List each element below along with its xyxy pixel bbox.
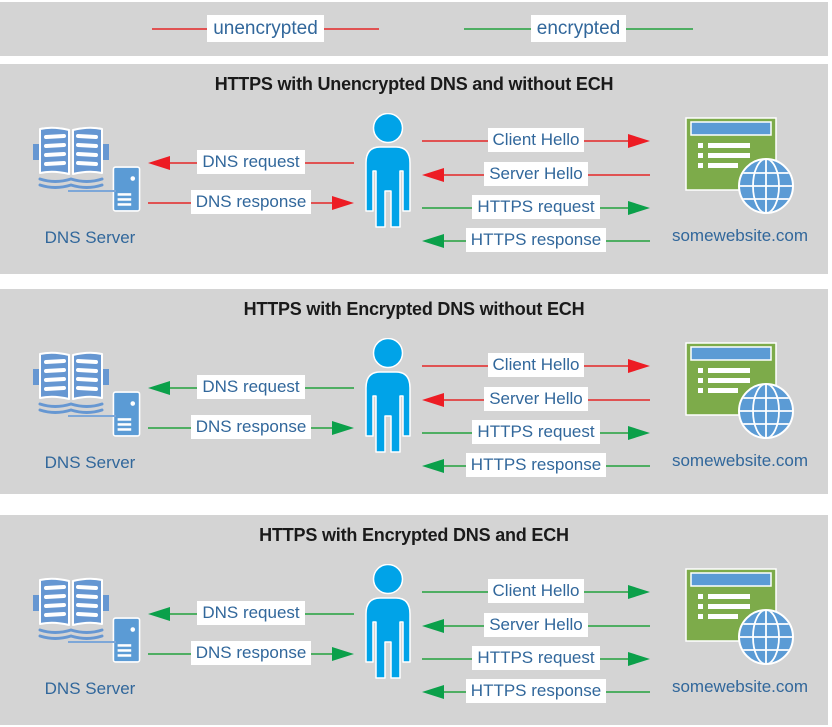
- arrow-label: Client Hello: [487, 128, 585, 152]
- arrow-label: HTTPS response: [465, 453, 607, 477]
- arrow-label: Client Hello: [487, 579, 585, 603]
- arrowhead-icon: [628, 134, 650, 148]
- arrow-dns-response: DNS response: [148, 641, 354, 667]
- website-label: somewebsite.com: [671, 226, 809, 245]
- website-label: somewebsite.com: [671, 677, 809, 696]
- arrow-label: DNS response: [190, 415, 312, 439]
- arrow-https-request: HTTPS request: [422, 420, 650, 446]
- arrow-dns-request: DNS request: [148, 375, 354, 401]
- legend-label: unencrypted: [207, 15, 324, 42]
- arrow-label: HTTPS request: [472, 646, 600, 670]
- book-server-connector-line: [68, 641, 116, 643]
- arrow-label: Server Hello: [484, 162, 588, 186]
- legend-item-unencrypted: unencrypted: [152, 15, 379, 43]
- arrow-label: HTTPS request: [472, 195, 600, 219]
- user-person-icon: [360, 337, 416, 454]
- website-window-globe-icon: [684, 116, 798, 230]
- website-window-globe-icon: [684, 567, 798, 681]
- arrow-client-hello: Client Hello: [422, 128, 650, 154]
- arrow-label: DNS request: [197, 375, 305, 399]
- arrow-label: DNS response: [190, 190, 312, 214]
- arrowhead-icon: [148, 607, 170, 621]
- dns-server-label: DNS Server: [44, 679, 136, 698]
- diagram-panel: HTTPS with Encrypted DNS without ECH: [0, 289, 828, 494]
- arrow-server-hello: Server Hello: [422, 387, 650, 413]
- book-server-connector-line: [68, 415, 116, 417]
- arrow-dns-response: DNS response: [148, 415, 354, 441]
- server-tower-icon: [112, 166, 141, 212]
- arrow-label: DNS request: [197, 601, 305, 625]
- arrowhead-icon: [628, 201, 650, 215]
- arrow-https-response: HTTPS response: [422, 228, 650, 254]
- dns-server-label: DNS Server: [44, 228, 136, 247]
- diagram-panel: HTTPS with Encrypted DNS and ECH: [0, 515, 828, 725]
- arrowhead-icon: [332, 421, 354, 435]
- diagram-panel: HTTPS with Unencrypted DNS and without E…: [0, 64, 828, 274]
- arrowhead-icon: [628, 426, 650, 440]
- arrow-dns-request: DNS request: [148, 601, 354, 627]
- book-server-connector-line: [68, 190, 116, 192]
- arrow-label: Server Hello: [484, 613, 588, 637]
- arrowhead-icon: [422, 168, 444, 182]
- arrowhead-icon: [422, 619, 444, 633]
- legend-item-encrypted: encrypted: [464, 15, 693, 43]
- arrow-label: HTTPS response: [465, 228, 607, 252]
- arrowhead-icon: [422, 393, 444, 407]
- arrowhead-icon: [422, 685, 444, 699]
- arrow-label: DNS response: [190, 641, 312, 665]
- arrow-dns-response: DNS response: [148, 190, 354, 216]
- open-book-icon: [32, 349, 110, 415]
- website-window-globe-icon: [684, 341, 798, 455]
- arrow-label: HTTPS request: [472, 420, 600, 444]
- arrow-label: Client Hello: [487, 353, 585, 377]
- arrow-https-request: HTTPS request: [422, 195, 650, 221]
- user-person-icon: [360, 563, 416, 680]
- arrow-client-hello: Client Hello: [422, 579, 650, 605]
- arrow-server-hello: Server Hello: [422, 162, 650, 188]
- arrowhead-icon: [422, 459, 444, 473]
- arrowhead-icon: [422, 234, 444, 248]
- arrow-dns-request: DNS request: [148, 150, 354, 176]
- legend-label: encrypted: [530, 15, 627, 42]
- arrow-label: DNS request: [197, 150, 305, 174]
- open-book-icon: [32, 575, 110, 641]
- user-person-icon: [360, 112, 416, 229]
- arrow-https-request: HTTPS request: [422, 646, 650, 672]
- arrow-label: HTTPS response: [465, 679, 607, 703]
- panel-title: HTTPS with Encrypted DNS without ECH: [243, 299, 585, 319]
- arrow-server-hello: Server Hello: [422, 613, 650, 639]
- arrowhead-icon: [628, 359, 650, 373]
- arrowhead-icon: [628, 585, 650, 599]
- arrow-label: Server Hello: [484, 387, 588, 411]
- panel-title: HTTPS with Encrypted DNS and ECH: [259, 525, 569, 545]
- legend-bar: unencrypted encrypted: [0, 2, 828, 56]
- server-tower-icon: [112, 617, 141, 663]
- arrowhead-icon: [332, 647, 354, 661]
- arrowhead-icon: [332, 196, 354, 210]
- arrowhead-icon: [148, 381, 170, 395]
- arrowhead-icon: [148, 156, 170, 170]
- panel-title: HTTPS with Unencrypted DNS and without E…: [214, 74, 614, 94]
- website-label: somewebsite.com: [671, 451, 809, 470]
- dns-server-label: DNS Server: [44, 453, 136, 472]
- arrow-https-response: HTTPS response: [422, 453, 650, 479]
- arrowhead-icon: [628, 652, 650, 666]
- arrow-https-response: HTTPS response: [422, 679, 650, 705]
- open-book-icon: [32, 124, 110, 190]
- arrow-client-hello: Client Hello: [422, 353, 650, 379]
- server-tower-icon: [112, 391, 141, 437]
